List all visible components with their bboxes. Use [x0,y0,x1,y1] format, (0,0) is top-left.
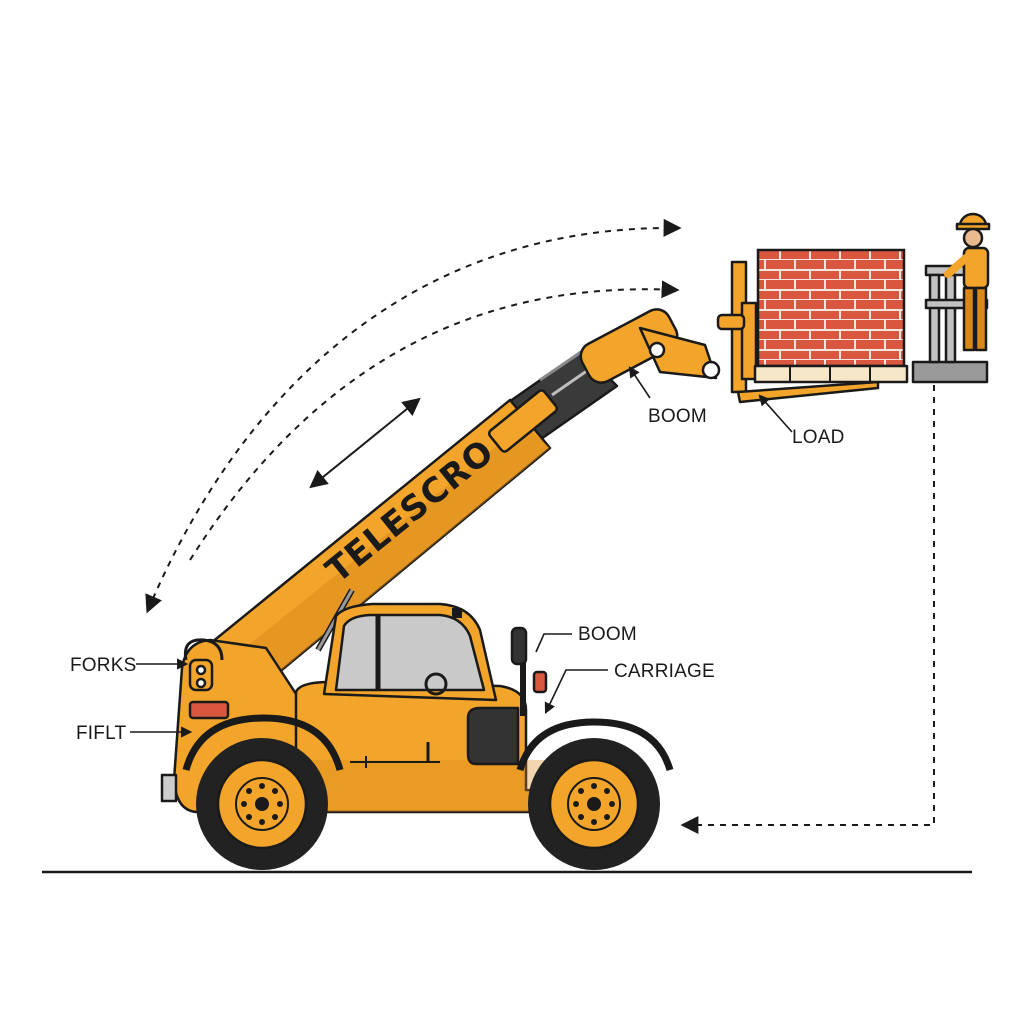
side-mirror [510,626,528,666]
worker-figure [944,212,991,352]
label-boom-top: BOOM [648,406,707,427]
indicator-light [532,670,548,694]
brick-load [753,248,909,384]
tail-light [188,700,230,720]
tow-hitch [160,773,178,803]
steering-wheel [424,672,448,696]
lift-arc-inner [189,280,680,561]
cab-window [334,613,486,692]
engine-vent [466,706,520,766]
leader-carriage [544,669,608,715]
hydraulic-hose [183,638,224,661]
front-fender [516,718,674,772]
boom-collar [487,389,559,453]
label-boom-cab: BOOM [578,624,637,645]
leader-load [758,394,793,433]
return-path-arrow [680,385,935,834]
telescope-extension-arrow [309,397,421,489]
rear-wheel [196,738,328,870]
fork-carriage [716,260,880,404]
work-platform [911,264,989,384]
label-forks: FORKS [70,655,136,676]
lift-arc-outer [145,218,682,614]
label-load: LOAD [792,427,845,448]
boom-assembly [188,308,721,690]
label-carriage: CARRIAGE [614,661,715,682]
telehandler-chassis [160,602,674,814]
leader-boom-top [628,366,651,399]
mirror-arm [520,650,526,716]
leader-boom-cab [535,633,572,653]
rear-fender [182,714,344,771]
fork-tines [736,380,880,404]
front-wheel [528,738,660,870]
boom-head [579,308,679,384]
label-fiflt: FIFLT [76,723,126,744]
